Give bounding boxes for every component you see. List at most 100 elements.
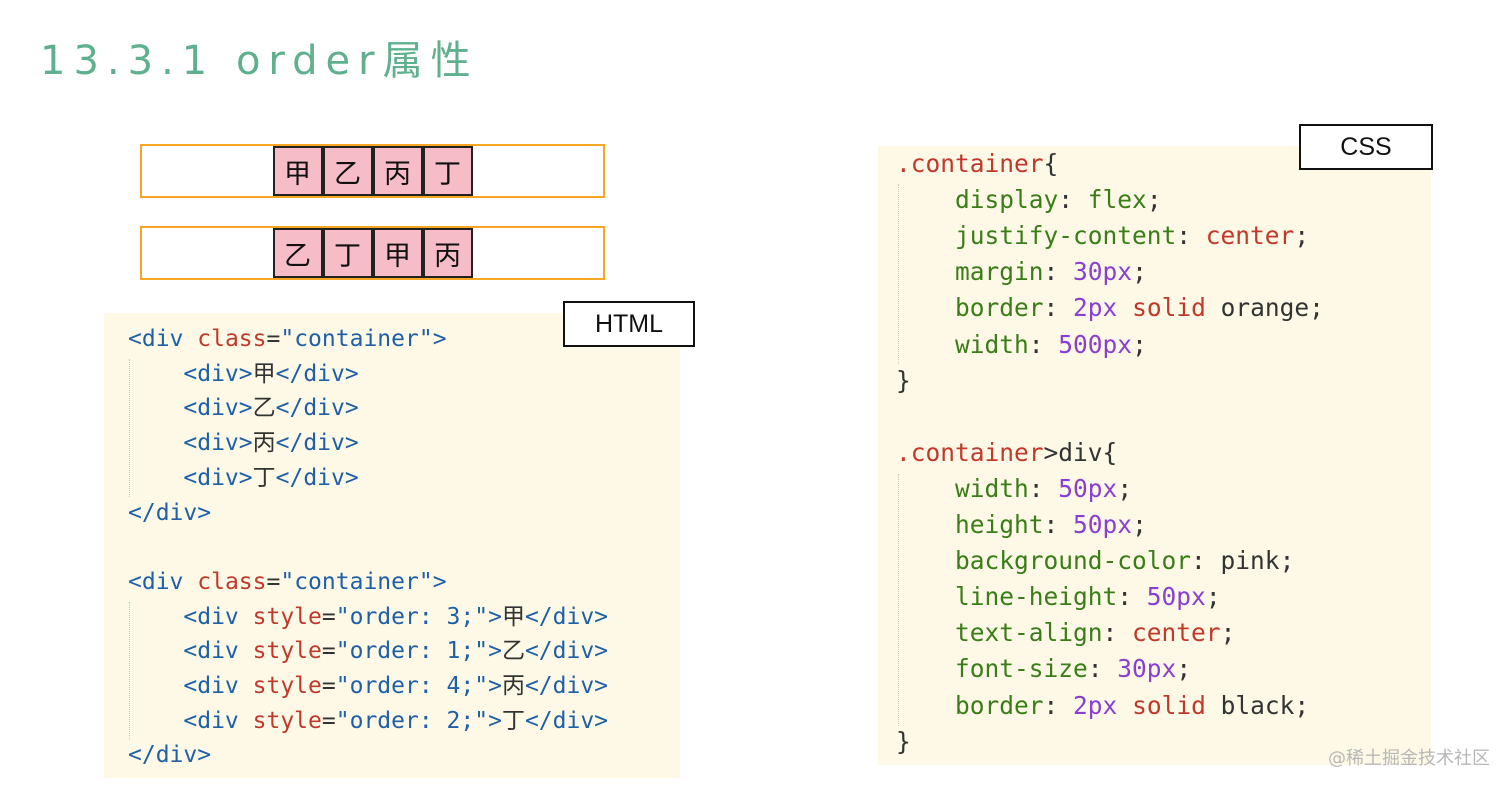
code-token: ; [1220,618,1236,648]
code-token: solid [1132,690,1206,720]
code-line: .container>div{ [896,437,1118,467]
code-token: class [197,326,267,352]
code-token: 甲 [252,360,276,387]
demo-cell: 丙 [422,228,473,278]
code-token [896,474,955,503]
code-token: style [252,673,322,699]
code-token: ; [1132,329,1147,359]
code-token: ; [1205,582,1221,612]
code-token: justify-content [955,221,1177,251]
code-token: .container [896,149,1044,178]
code-line: </div> [128,744,211,767]
code-token: = [321,638,336,665]
indent-guide [129,602,130,740]
code-token: div [1058,437,1103,467]
code-token: > [432,568,447,595]
code-token [128,638,183,664]
code-token: 甲 [501,603,525,630]
code-token: width [955,473,1029,503]
code-token: pink [1220,546,1280,576]
code-token [1117,293,1132,322]
code-token: ; [1279,546,1295,576]
demo-cell: 丁 [322,228,373,278]
code-token: style [252,638,322,665]
code-token: > [1043,437,1059,467]
code-line: border: 2px solid orange; [896,296,1324,321]
code-token: 2px [1073,293,1118,323]
code-token: center [1205,221,1295,251]
demo-cell: 乙 [322,146,373,196]
code-token: <div> [183,464,253,491]
code-token: orange [1205,293,1310,323]
code-token: black [1205,690,1295,720]
code-line: <div>甲</div> [128,360,358,387]
code-token: 30px [1117,654,1177,684]
code-line: </div> [128,501,211,525]
code-line: <div style="order: 4;">丙</div> [128,675,608,698]
code-token [896,691,955,720]
code-token: "order: 1;" [335,638,489,665]
code-token: <div [183,638,253,665]
code-token: ; [1117,473,1133,503]
code-line: width: 500px; [896,329,1147,359]
code-token: 50px [1073,510,1133,539]
code-token: : [1043,293,1074,323]
code-token: : [1043,690,1074,720]
code-token [128,708,183,734]
code-token: 丁 [252,464,276,491]
code-token: </div> [275,430,359,457]
code-token: > [488,603,502,630]
code-token: ; [1294,690,1310,720]
code-token [128,465,183,491]
code-token [896,546,955,575]
code-token: <div [183,707,253,734]
code-line: text-align: center; [896,621,1235,646]
code-token [896,330,955,359]
code-token: ; [1146,185,1162,215]
code-token: <div [128,568,198,595]
code-token [896,293,955,322]
demo-cell: 甲 [272,146,323,196]
code-token: } [896,726,911,756]
code-token: ; [1132,510,1147,539]
demo-cell: 丙 [372,146,423,196]
code-token: > [488,638,502,665]
code-token: 500px [1058,329,1133,359]
code-token: </div> [275,464,359,491]
code-token: { [1102,437,1118,467]
css-label: CSS [1299,124,1433,170]
code-line: <div>丙</div> [128,430,359,457]
demo-container-ordered: 乙 丁 甲 丙 [140,226,605,280]
code-line: <div style="order: 3;">甲</div> [128,603,608,630]
watermark: @稀土掘金技术社区 [1328,748,1490,769]
code-token: 50px [1146,582,1206,612]
code-token: ; [1309,293,1324,323]
code-token: border [955,690,1044,720]
code-token: 2px [1073,690,1118,720]
code-line: .container{ [896,149,1058,178]
code-token [896,618,955,647]
code-token: <div [183,673,253,699]
code-line: width: 50px; [896,473,1133,503]
code-token: > [488,673,502,699]
code-token: <div [128,326,198,352]
code-line: justify-content: center; [896,221,1309,251]
code-token: solid [1132,293,1206,323]
html-code-block: <div class="container"> <div>甲</div> <di… [104,313,680,778]
code-token: style [252,707,322,734]
code-token: height [955,510,1044,539]
css-code-block: .container{ display: flex; justify-conte… [878,146,1431,765]
code-token: : [1043,257,1074,287]
code-token: : [1028,329,1059,359]
demo-cell: 甲 [372,228,423,278]
code-token: </div> [524,638,609,665]
code-token: : [1102,618,1133,648]
code-token [128,395,183,421]
code-token: flex [1087,185,1147,215]
code-line: height: 50px; [896,510,1147,539]
code-token: <div [183,603,253,630]
code-token: > [432,326,447,352]
code-token: = [266,568,281,595]
indent-guide [129,359,130,497]
code-line: display: flex; [896,185,1162,215]
